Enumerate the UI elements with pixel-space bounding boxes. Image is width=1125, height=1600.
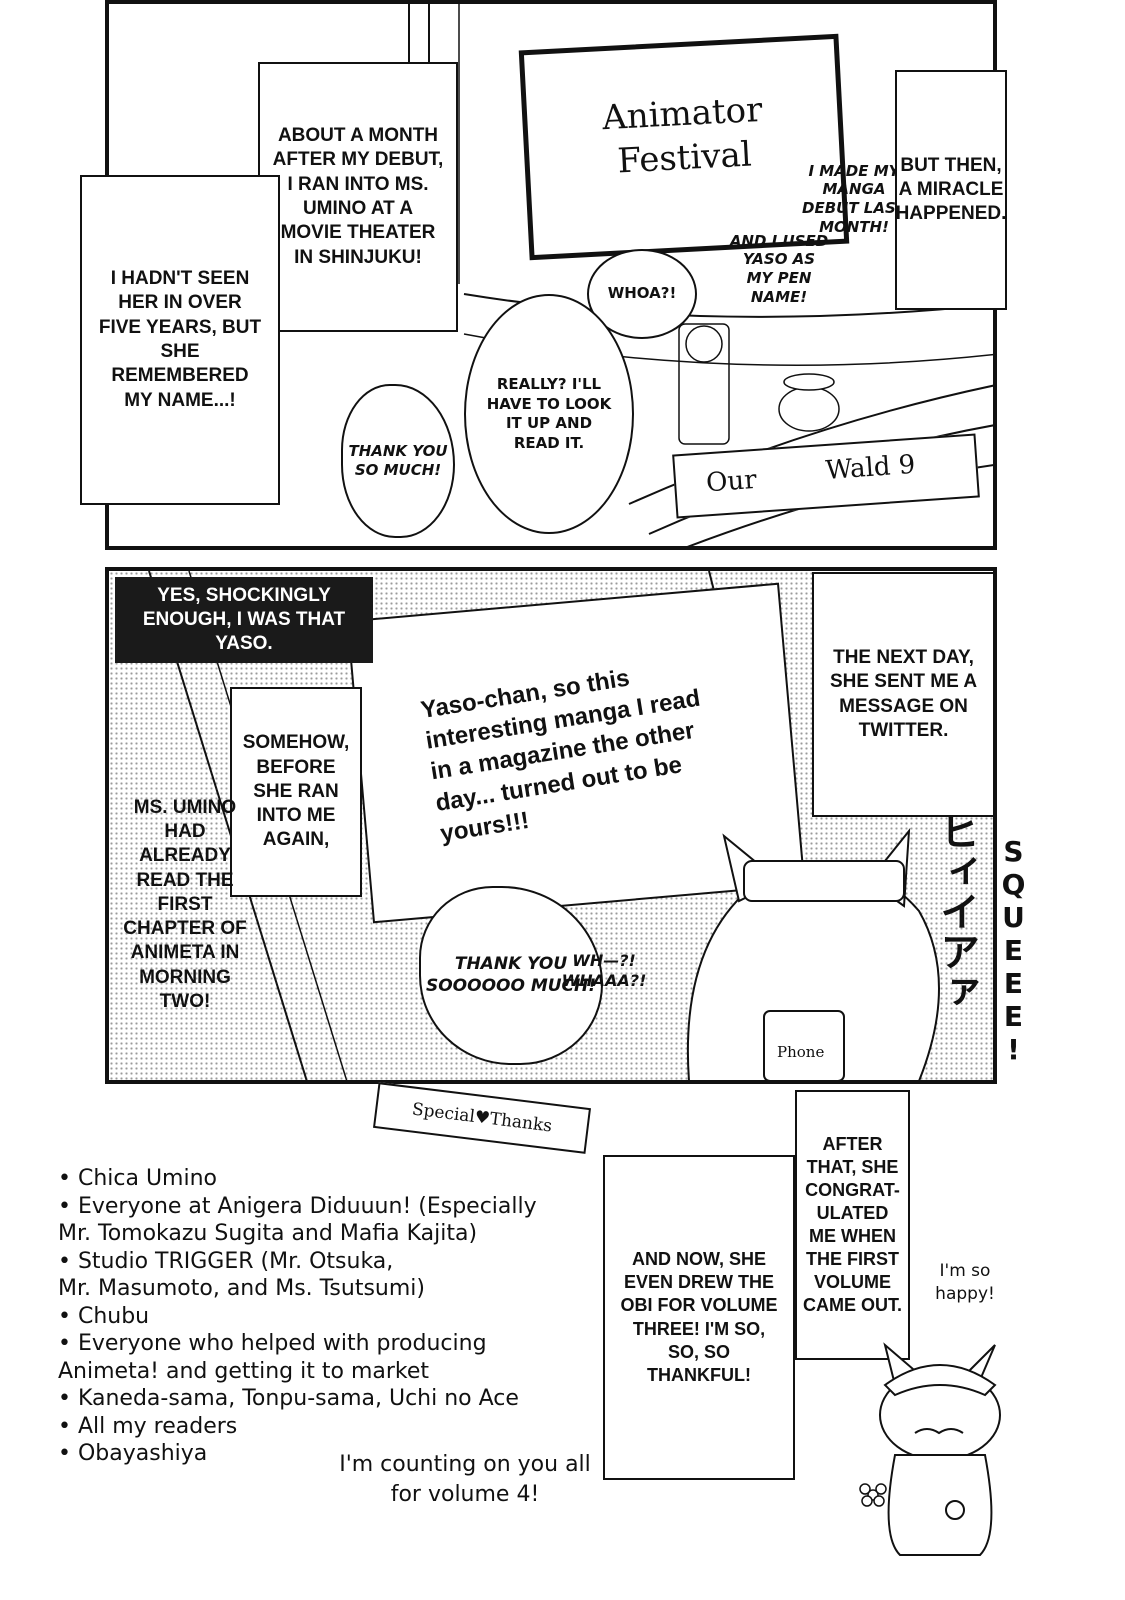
caption-after-text: AFTER THAT, SHE CONGRAT-ULATED ME WHEN T…: [803, 1133, 902, 1316]
phone-label: Phone: [777, 1043, 824, 1061]
credit-line: • Kaneda-sama, Tonpu-sama, Uchi no Ace: [58, 1386, 519, 1411]
caption-somehow-text: SOMEHOW, BEFORE SHE RAN INTO ME AGAIN,: [242, 732, 350, 851]
caption-seen: I HADN'T SEEN HER IN OVER FIVE YEARS, BU…: [80, 175, 280, 505]
credit-line: • Obayashiya: [58, 1441, 208, 1466]
caption-umino: MS. UMINO HAD ALREADY READ THE FIRST CHA…: [115, 740, 255, 1070]
cat-mascot-art: [859, 1342, 1001, 1556]
thank-you-soooo-bubble: THANK YOU SOOOOOO MUCH!: [419, 886, 603, 1065]
caption-now: AND NOW, SHE EVEN DREW THE OBI FOR VOLUM…: [603, 1155, 795, 1480]
caption-somehow: SOMEHOW, BEFORE SHE RAN INTO ME AGAIN,: [230, 687, 362, 897]
sfx-katakana: ヒィイアァ: [933, 811, 979, 1011]
happy-text: I'm so happy!: [935, 1261, 995, 1304]
debut-burst: I MADE MY MANGA DEBUT LAST MONTH!: [799, 124, 909, 274]
really-text: REALLY? I'LL HAVE TO LOOK IT UP AND READ…: [486, 375, 612, 452]
credit-line: Mr. Tomokazu Sugita and Mafia Kajita): [58, 1221, 478, 1246]
really-bubble: REALLY? I'LL HAVE TO LOOK IT UP AND READ…: [464, 294, 634, 534]
whoa-text: WHOA?!: [607, 284, 677, 303]
thank-you-text: THANK YOU SO MUCH!: [348, 442, 448, 479]
sfx-squeee-text: SQUEEE!: [997, 835, 1030, 1066]
banner-our: Our: [705, 464, 758, 499]
credit-line: • All my readers: [58, 1413, 238, 1439]
special-thanks-ribbon: Special♥Thanks: [372, 1082, 592, 1154]
sfx-squeee: SQUEEE!: [997, 835, 1030, 1066]
caption-after: AFTER THAT, SHE CONGRAT-ULATED ME WHEN T…: [795, 1090, 910, 1360]
credit-line: Animeta! and getting it to market: [58, 1358, 430, 1384]
thank-you-soooo-text: THANK YOU SOOOOOO MUCH!: [425, 954, 597, 996]
debut-text: I MADE MY MANGA DEBUT LAST MONTH!: [802, 161, 906, 236]
credits-list: • Chica Umino • Everyone at Anigera Didu…: [58, 1165, 537, 1468]
wha-bubble: WH—?! WHAAA?!: [539, 926, 669, 1016]
caption-yaso: YES, SHOCKINGLY ENOUGH, I WAS THAT YASO.: [115, 577, 373, 663]
excited-character-art: Phone: [686, 827, 940, 1080]
credit-line: Mr. Masumoto, and Ms. Tsutsumi): [58, 1276, 425, 1301]
caption-nextday-text: THE NEXT DAY, SHE SENT ME A MESSAGE ON T…: [829, 646, 978, 741]
penname-burst: AND I USED YASO AS MY PEN NAME!: [729, 214, 829, 324]
credit-line: • Everyone at Anigera Diduuun! (Especial…: [58, 1193, 537, 1219]
caption-umino-text: MS. UMINO HAD ALREADY READ THE FIRST CHA…: [123, 796, 247, 1013]
caption-now-text: AND NOW, SHE EVEN DREW THE OBI FOR VOLUM…: [620, 1249, 778, 1385]
counting-text: I'm counting on you all for volume 4!: [339, 1452, 591, 1507]
credit-line: • Everyone who helped with producing: [58, 1331, 487, 1356]
credit-line: • Studio TRIGGER (Mr. Otsuka,: [58, 1248, 394, 1274]
happy-note: I'm so happy!: [925, 1260, 1005, 1306]
caption-miracle-text: BUT THEN, A MIRACLE HAPPENED.: [895, 154, 1007, 225]
special-thanks-text: Special♥Thanks: [410, 1099, 554, 1137]
counting-note: I'm counting on you all for volume 4!: [330, 1450, 600, 1509]
banner-wald9: Wald 9: [824, 449, 917, 486]
penname-text: AND I USED YASO AS MY PEN NAME!: [729, 231, 829, 306]
caption-month-text: ABOUT A MONTH AFTER MY DEBUT, I RAN INTO…: [272, 125, 444, 268]
caption-yaso-text: YES, SHOCKINGLY ENOUGH, I WAS THAT YASO.: [142, 584, 346, 655]
sfx-katakana-text: ヒィイアァ: [933, 811, 979, 1011]
wha-text: WH—?! WHAAA?!: [561, 951, 647, 990]
credit-line: • Chubu: [58, 1303, 150, 1329]
caption-seen-text: I HADN'T SEEN HER IN OVER FIVE YEARS, BU…: [98, 268, 262, 411]
credit-line: • Chica Umino: [58, 1166, 218, 1191]
thank-you-burst: THANK YOU SO MUCH!: [341, 384, 455, 538]
caption-month: ABOUT A MONTH AFTER MY DEBUT, I RAN INTO…: [258, 62, 458, 332]
caption-miracle: BUT THEN, A MIRACLE HAPPENED.: [895, 70, 1007, 310]
caption-nextday: THE NEXT DAY, SHE SENT ME A MESSAGE ON T…: [812, 572, 995, 817]
